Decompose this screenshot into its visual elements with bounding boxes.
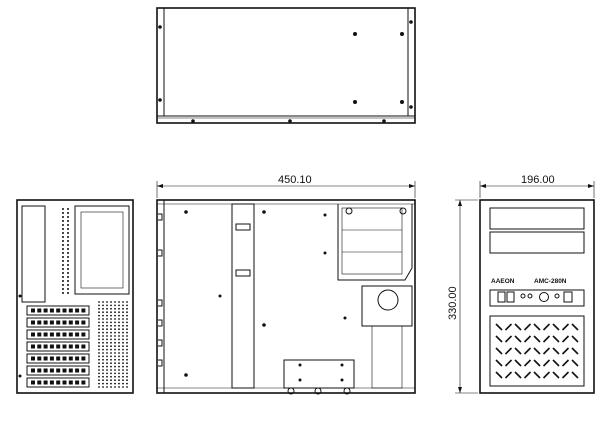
top-view <box>156 7 416 124</box>
width-dimension-label: 196.00 <box>521 174 555 186</box>
front-view: AAEON AMC-280N <box>479 199 595 394</box>
width-dimension: 196.00 <box>479 174 595 198</box>
brand-logo: AAEON <box>491 278 515 285</box>
side-view <box>156 199 416 395</box>
height-dimension-label: 330.00 <box>447 286 459 320</box>
front-vent-slots <box>495 323 579 379</box>
depth-dimension: 450.10 <box>156 174 416 198</box>
rear-vent-grid <box>98 301 128 388</box>
rear-vent-column <box>62 208 69 294</box>
height-dimension: 330.00 <box>447 199 478 394</box>
model-label: AMC-280N <box>534 278 567 285</box>
rear-view <box>16 199 134 394</box>
depth-dimension-label: 450.10 <box>278 174 312 186</box>
expansion-slots <box>26 305 90 388</box>
